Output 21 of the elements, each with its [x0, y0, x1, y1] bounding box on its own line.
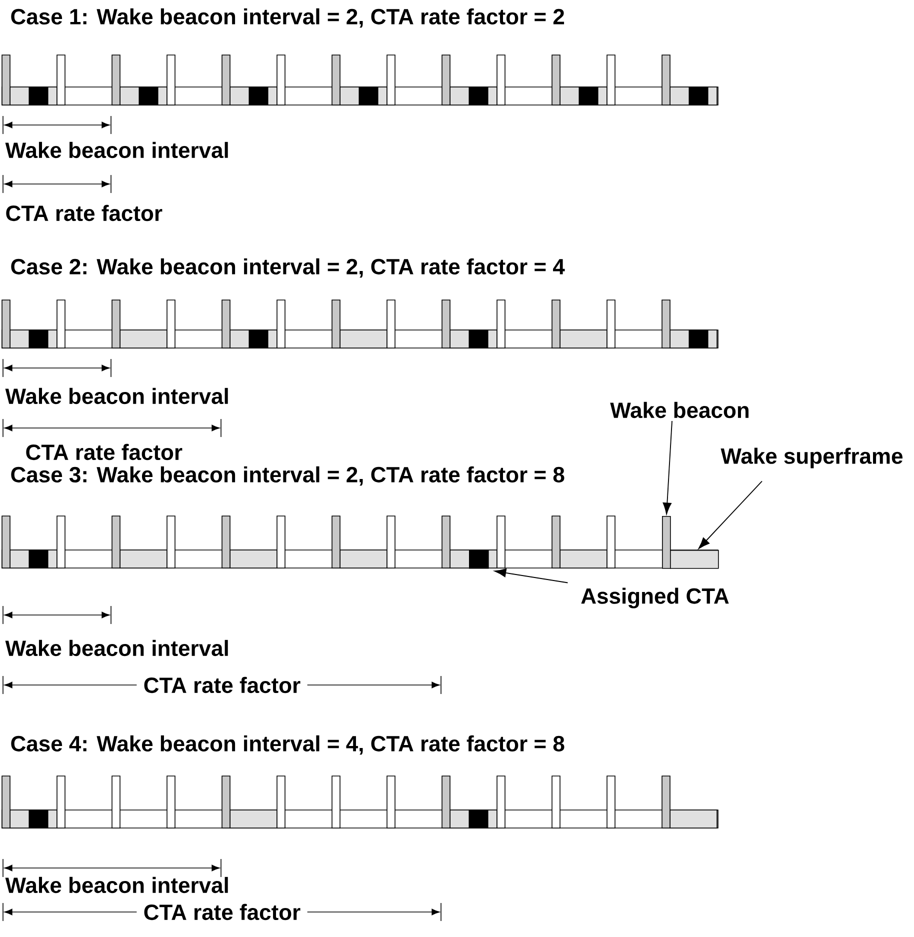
- case-title: Case 1: Wake beacon interval = 2, CTA rate factor = 2: [11, 8, 564, 28]
- timeline-segment: [670, 550, 719, 569]
- annotation-label: Wake superframe: [720, 448, 903, 468]
- timeline-segment: [469, 550, 489, 569]
- dimension-label: Wake beacon interval: [5, 388, 228, 404]
- annotation-label: Assigned CTA: [581, 588, 729, 608]
- leader-line: [494, 568, 568, 584]
- dimension-label: CTA rate factor: [26, 444, 182, 460]
- dimension-label: CTA rate factor: [136, 670, 308, 700]
- dimension-label: CTA rate factor: [136, 897, 308, 927]
- dimension-label: Wake beacon interval: [5, 876, 228, 894]
- dimension-label: CTA rate factor: [6, 204, 162, 222]
- leader-line: [698, 480, 762, 549]
- case-title: Case 2: Wake beacon interval = 2, CTA rate factor = 4: [11, 258, 565, 278]
- dimension-label: Wake beacon interval: [5, 142, 228, 158]
- annotation-label: Wake beacon: [610, 402, 748, 418]
- case-title: Case 3: Wake beacon interval = 2, CTA rate factor = 8: [11, 466, 564, 486]
- dimension-label: Wake beacon interval: [5, 640, 228, 656]
- leader-line: [662, 420, 672, 514]
- beacon-bar: [662, 516, 671, 569]
- case-title: Case 4: Wake beacon interval = 4, CTA rate factor = 8: [11, 735, 564, 755]
